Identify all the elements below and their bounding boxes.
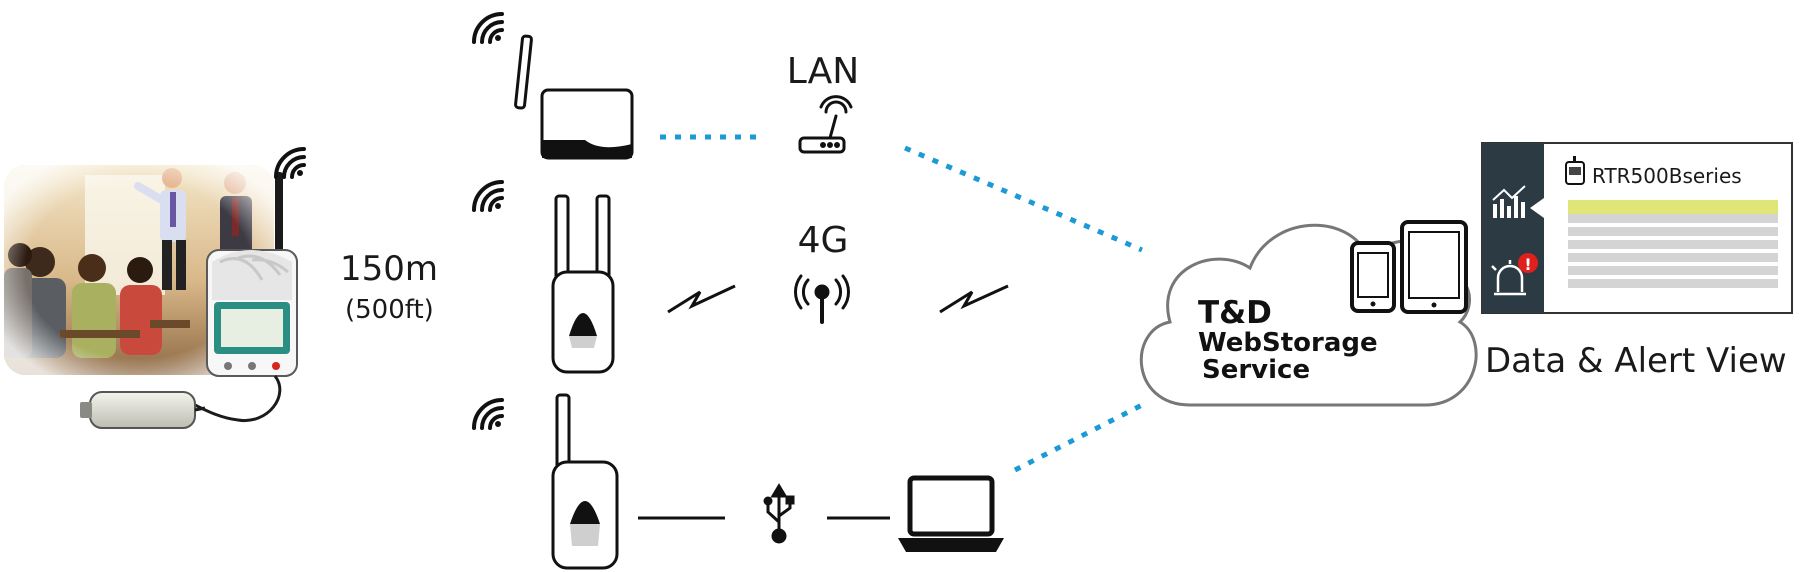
4g-label: 4G [798, 220, 849, 261]
svg-text:!: ! [1524, 255, 1531, 274]
wireless-zigzag-icon [939, 284, 1009, 314]
panel-title: RTR500Bseries [1592, 164, 1742, 188]
table-row [1568, 253, 1778, 262]
router-icon [798, 95, 853, 154]
highlight-row [1568, 200, 1778, 214]
laptop-icon [898, 475, 1004, 552]
dotted-link-usb-cloud [1013, 402, 1144, 473]
cloud-subtitle: WebStorage [1198, 328, 1378, 358]
wifi-signal-icon [274, 147, 306, 179]
distance-label: 150m [340, 249, 438, 289]
wifi-signal-icon [472, 398, 504, 430]
usb-icon [763, 483, 795, 544]
usb-base-unit [551, 393, 619, 570]
table-row [1568, 240, 1778, 249]
smartphone-icon [1350, 241, 1396, 313]
alarm-light-icon [1491, 260, 1526, 296]
dotted-link-lan-cloud [904, 145, 1143, 253]
logger-icon [1565, 156, 1585, 185]
table-row [1568, 214, 1778, 223]
cloud-subtitle-2: Service [1202, 355, 1310, 385]
4g-base-unit [551, 194, 615, 374]
bar-chart-icon [1492, 185, 1526, 218]
data-view-caption: Data & Alert View [1485, 341, 1787, 381]
lan-base-unit [514, 34, 634, 160]
table-row [1568, 266, 1778, 275]
distance-feet-label: (500ft) [345, 295, 434, 325]
cloud-title: T&D [1198, 295, 1272, 331]
tablet-icon [1400, 220, 1468, 314]
wifi-signal-icon [472, 12, 504, 44]
table-row [1568, 279, 1778, 288]
lan-label: LAN [787, 51, 859, 92]
wireless-zigzag-icon [667, 284, 736, 314]
cell-antenna-icon [794, 274, 850, 324]
wifi-signal-icon [472, 180, 504, 212]
data-view-panel: ! RTR500Bseries [1481, 142, 1793, 314]
data-logger-device [80, 172, 298, 429]
table-row [1568, 227, 1778, 236]
